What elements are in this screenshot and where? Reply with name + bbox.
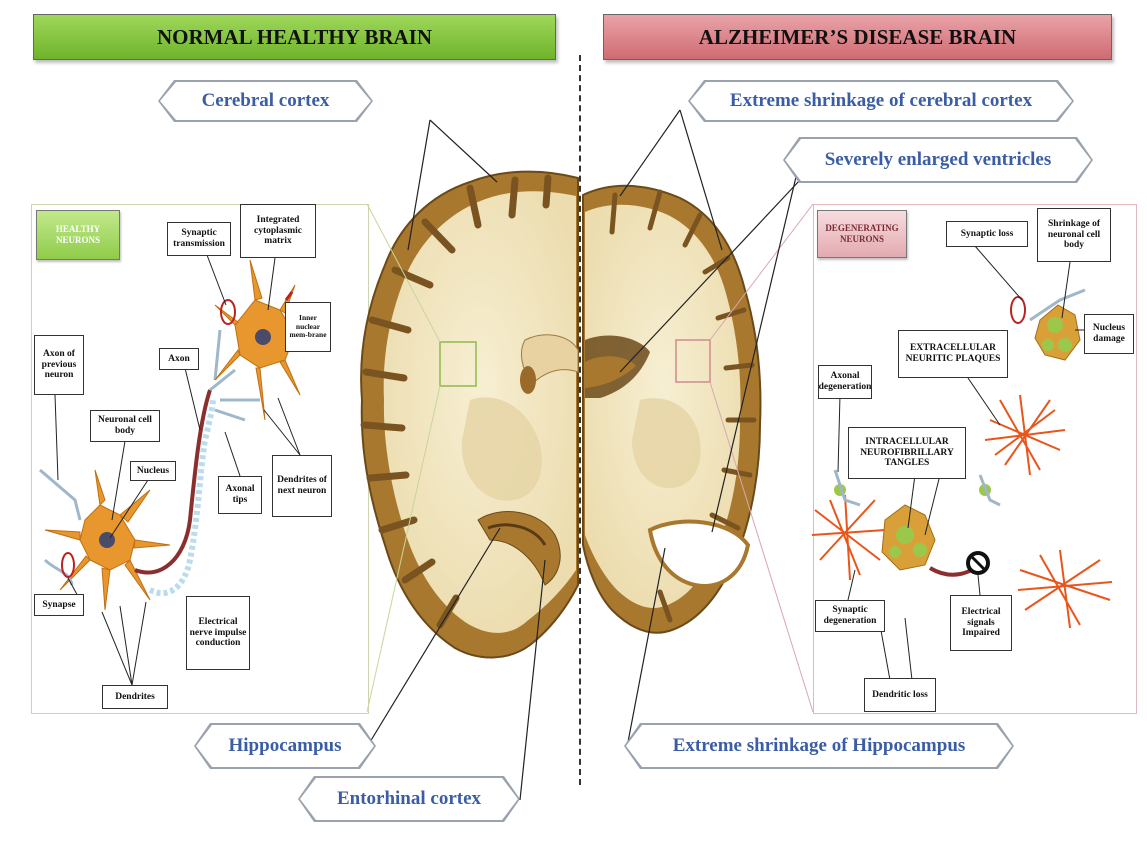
label-neuritic-plaques: EXTRACELLULAR NEURITIC PLAQUES [898, 330, 1008, 378]
label-dendritic-loss: Dendritic loss [864, 678, 936, 712]
healthy-neurons-badge: HEALTHY NEURONS [36, 210, 120, 260]
label-synaptic-degeneration: Synaptic degeneration [815, 600, 885, 632]
label-synapse: Synapse [34, 594, 84, 616]
label-synaptic-loss: Synaptic loss [946, 221, 1028, 247]
label-dendrites: Dendrites [102, 685, 168, 709]
label-shrinkage-cell-body: Shrinkage of neuronal cell body [1037, 208, 1111, 262]
label-impulse-conduction: Electrical nerve impulse conduction [186, 596, 250, 670]
label-inner-membrane: Inner nuclear mem-brane [285, 302, 331, 352]
label-neuronal-cell-body: Neuronal cell body [90, 410, 160, 442]
label-axonal-degeneration: Axonal degeneration [818, 365, 872, 399]
label-nucleus-damage: Nucleus damage [1084, 314, 1134, 354]
label-axon: Axon [159, 348, 199, 370]
label-axonal-tips: Axonal tips [218, 476, 262, 514]
label-synaptic-transmission: Synaptic transmission [167, 222, 231, 256]
label-dendrites-next-neuron: Dendrites of next neuron [272, 455, 332, 517]
label-neurofibrillary-tangles: INTRACELLULAR NEUROFIBRILLARY TANGLES [848, 427, 966, 479]
label-nucleus: Nucleus [130, 461, 176, 481]
degenerating-neurons-badge: DEGENERATING NEURONS [817, 210, 907, 258]
label-integrated-matrix: Integrated cytoplasmic matrix [240, 204, 316, 258]
label-signals-impaired: Electrical signals Impaired [950, 595, 1012, 651]
label-axon-previous-neuron: Axon of previous neuron [34, 335, 84, 395]
